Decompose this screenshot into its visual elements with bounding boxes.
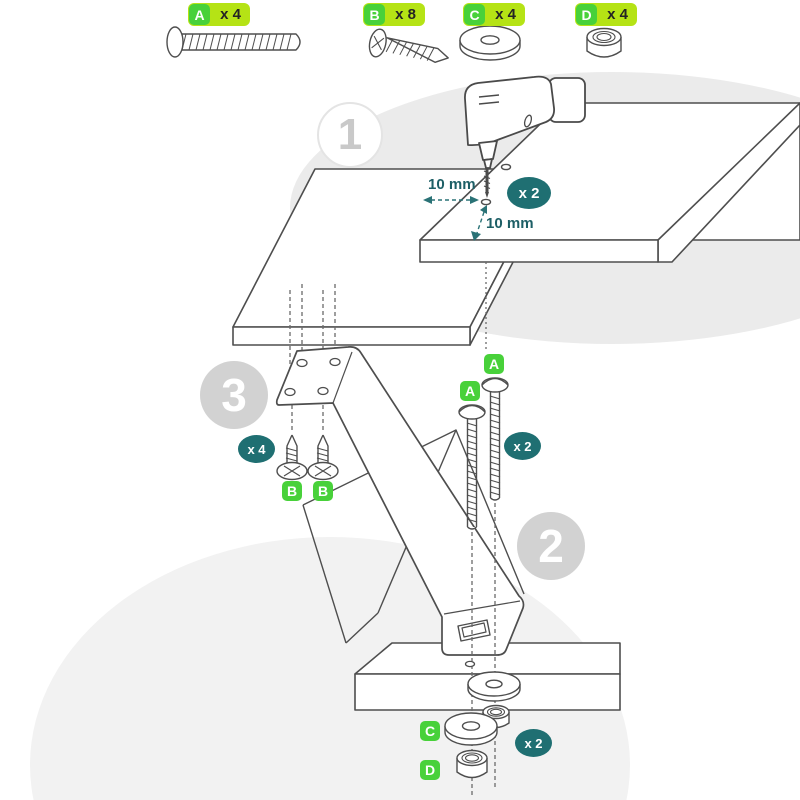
part-d-art <box>586 27 622 58</box>
screws-a-pair <box>458 377 509 530</box>
screws-b-pair <box>276 434 339 481</box>
nut-d-part <box>456 749 488 779</box>
dimension-arrows <box>423 196 487 241</box>
part-c-art <box>459 25 521 61</box>
step1-qty-badge: x 2 <box>507 177 551 209</box>
pilot-holes <box>480 163 512 206</box>
part-letter-a: A <box>189 4 210 25</box>
step-1-number: 1 <box>317 102 383 168</box>
dim-horizontal-label: 10 mm <box>428 176 476 193</box>
part-letter-c: C <box>464 4 485 25</box>
part-badge-b: B x 8 <box>363 3 425 26</box>
part-count-d: x 4 <box>607 6 628 23</box>
dim-vertical-label: 10 mm <box>486 215 534 232</box>
step3-qty-badge: x 4 <box>238 435 275 463</box>
nut-installed <box>482 704 510 729</box>
step2-qty-badge: x 2 <box>504 432 541 460</box>
step-3-number: 3 <box>200 361 268 429</box>
part-count-b: x 8 <box>395 6 416 23</box>
part-letter-d: D <box>576 4 597 25</box>
part-badge-d: D x 4 <box>575 3 637 26</box>
callout-chip-b2: B <box>313 481 333 501</box>
step-2-number: 2 <box>517 512 585 580</box>
part-count-c: x 4 <box>495 6 516 23</box>
callout-chip-d: D <box>420 760 440 780</box>
leg-bracket <box>275 346 525 656</box>
part-badge-c: C x 4 <box>463 3 525 26</box>
callout-chip-a1: A <box>460 381 480 401</box>
callout-chip-c: C <box>420 721 440 741</box>
part-count-a: x 4 <box>220 6 241 23</box>
callout-chip-b1: B <box>282 481 302 501</box>
callout-chip-a2: A <box>484 354 504 374</box>
part-b-art <box>368 28 449 63</box>
fasten-qty-badge: x 2 <box>515 729 552 757</box>
part-letter-b: B <box>364 4 385 25</box>
washer-c-part <box>444 712 498 746</box>
part-a-art <box>166 26 301 58</box>
part-badge-a: A x 4 <box>188 3 250 26</box>
drill-icon <box>464 75 586 198</box>
washer-installed <box>467 671 521 702</box>
foot-hole <box>464 660 476 668</box>
